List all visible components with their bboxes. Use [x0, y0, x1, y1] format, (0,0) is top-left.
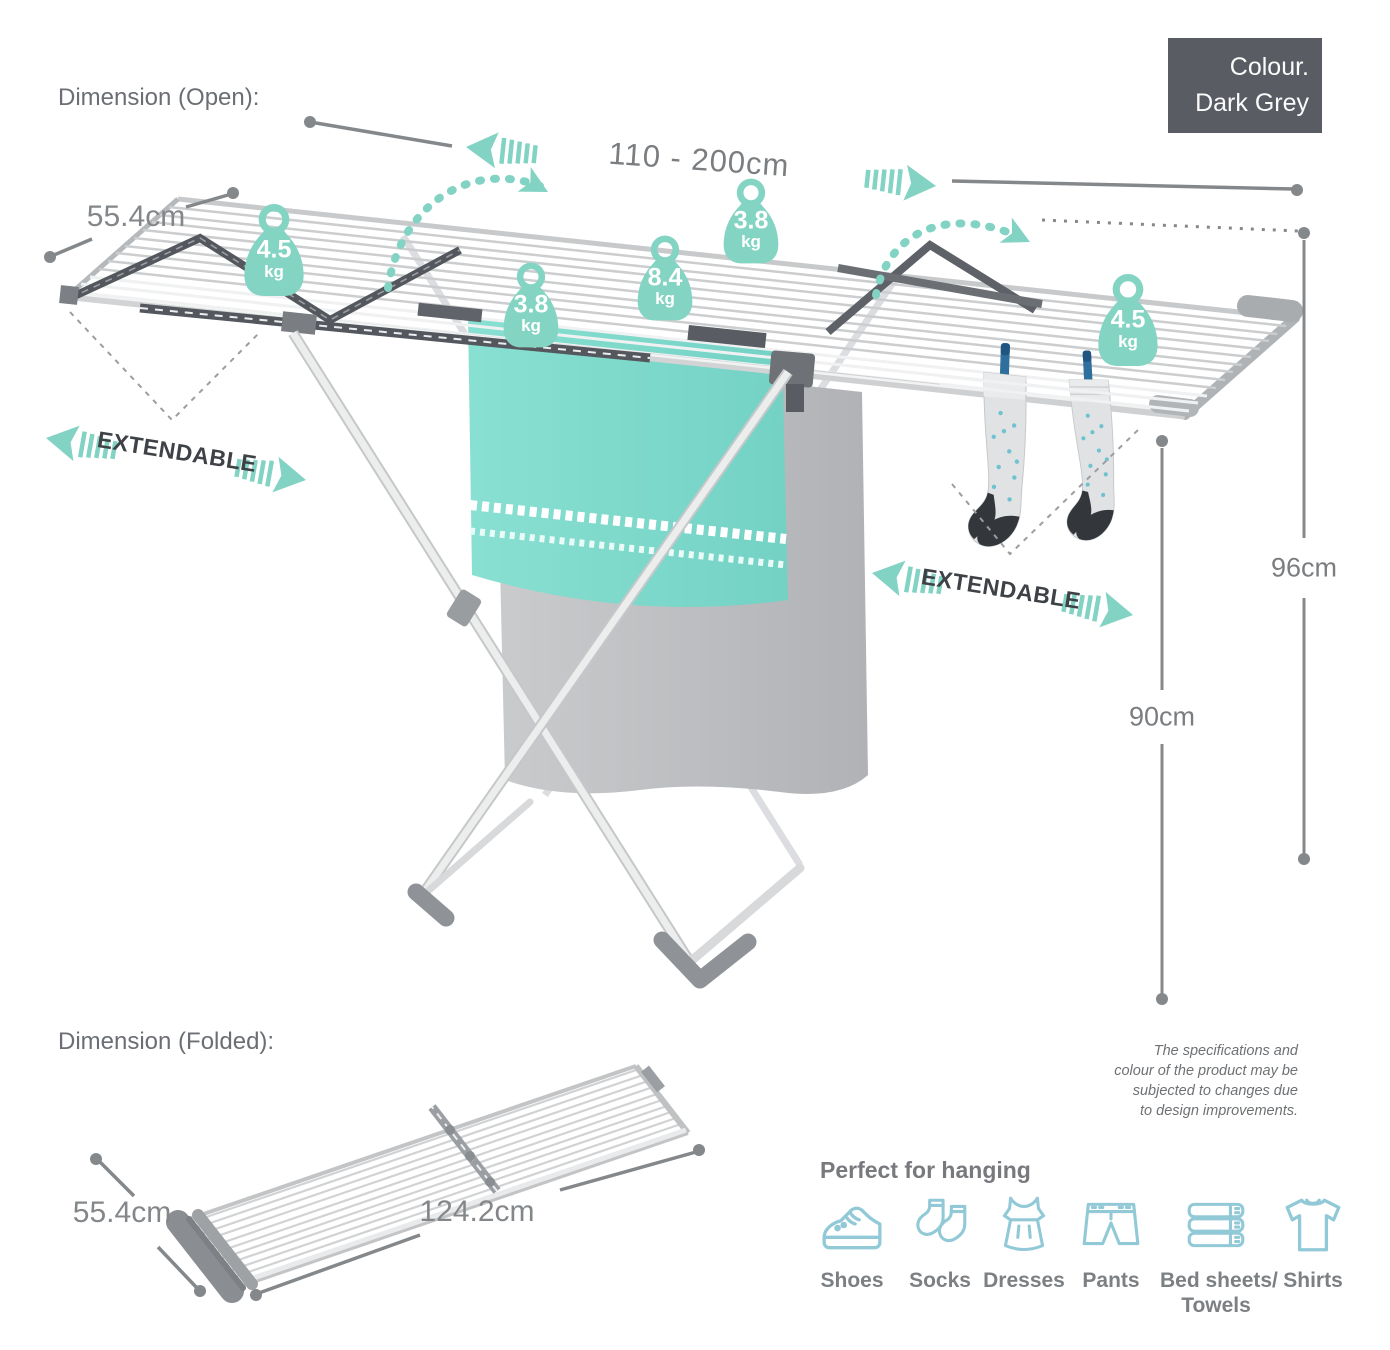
weight-badge-center: 8.4 kg	[632, 233, 698, 323]
teal-towel	[468, 316, 788, 608]
badge-value: 8.4	[647, 263, 683, 292]
disclaimer-text: The specifications and colour of the pro…	[1114, 1043, 1298, 1119]
colour-box-heading: Colour.	[1229, 53, 1309, 81]
front-height-label: 90cm	[1122, 698, 1202, 736]
folded-length-label: 124.2cm	[419, 1195, 535, 1228]
badge-unit: kg	[655, 288, 675, 308]
weight-badge-left-wing: 4.5 kg	[238, 202, 310, 298]
hang-item-bedsheets: Bed sheets/ Towels	[1160, 1188, 1278, 1318]
badge-value: 4.5	[1110, 305, 1146, 334]
hang-item-label: Bed sheets/	[1160, 1269, 1278, 1292]
badge-value: 4.5	[256, 235, 292, 264]
back-height-label: 96cm	[1264, 549, 1344, 587]
badge-value: 3.8	[733, 206, 769, 235]
shoes-icon	[822, 1206, 882, 1250]
folded-depth-label: 55.4cm	[72, 1196, 172, 1229]
right-foot	[653, 931, 757, 989]
shirt-icon	[1285, 1198, 1341, 1252]
folded-rack	[166, 1064, 691, 1303]
dimension-lines	[44, 116, 1310, 1005]
folded-dimension-lines	[90, 1144, 705, 1301]
badge-unit: kg	[741, 231, 761, 251]
fold-guides	[69, 311, 1139, 556]
badge-unit: kg	[521, 315, 541, 335]
wing-depth-label-open: 55.4cm	[86, 200, 186, 233]
dimension-folded-title: Dimension (Folded):	[58, 1028, 275, 1055]
hang-item-shirts: Shirts	[1272, 1188, 1354, 1293]
hang-item-label: Dresses	[983, 1269, 1065, 1292]
sock-right	[1057, 348, 1119, 542]
badge-unit: kg	[1118, 332, 1138, 352]
weight-badge-center-left: 3.8 kg	[498, 260, 564, 350]
leg-clip	[446, 589, 482, 627]
colour-box-value: Dark Grey	[1195, 89, 1309, 117]
hang-item-label-2: Towels	[1181, 1294, 1251, 1317]
hang-item-socks: Socks	[898, 1188, 982, 1293]
hang-item-label: Shoes	[820, 1269, 884, 1292]
hang-item-shoes: Shoes	[806, 1188, 898, 1293]
socks-icon	[916, 1198, 967, 1243]
rack-legs	[288, 330, 805, 989]
hang-item-label: Pants	[1082, 1269, 1140, 1292]
dress-icon	[1002, 1196, 1046, 1252]
fold-arcs	[384, 166, 1037, 299]
hang-item-label: Shirts	[1283, 1269, 1343, 1292]
pants-icon	[1082, 1202, 1140, 1246]
weight-badge-right-wing: 4.5 kg	[1092, 272, 1164, 368]
hang-item-label: Socks	[909, 1269, 971, 1292]
left-foot	[407, 883, 455, 927]
bedsheets-icon	[1187, 1202, 1245, 1248]
lattice-arms	[59, 233, 1303, 417]
hanging-section-title: Perfect for hanging	[820, 1157, 1031, 1183]
badge-unit: kg	[264, 262, 284, 282]
hang-item-pants: Pants	[1066, 1188, 1156, 1293]
colour-swatch-box: Colour. Dark Grey	[1168, 38, 1322, 133]
weight-badge-center-right: 3.8 kg	[718, 176, 784, 266]
dimension-open-title: Dimension (Open):	[58, 84, 260, 111]
hang-item-dresses: Dresses	[982, 1188, 1066, 1293]
badge-value: 3.8	[513, 290, 549, 319]
